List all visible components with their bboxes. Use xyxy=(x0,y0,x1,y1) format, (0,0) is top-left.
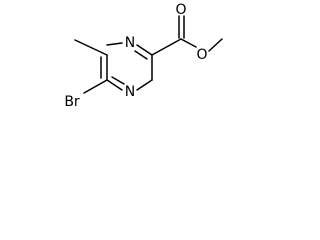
bonds xyxy=(74,15,223,94)
bond-c3-n4 xyxy=(136,79,153,91)
bond-n1-c2 xyxy=(136,44,153,56)
bond-n4-c5 xyxy=(106,79,123,91)
bond-c6-methyl xyxy=(74,39,108,56)
bond-c6-n1 xyxy=(106,42,123,46)
bond-c5-br xyxy=(83,79,108,94)
atom-labels: N N Br O O xyxy=(64,2,207,110)
atom-n-top: N xyxy=(125,35,135,51)
chemical-structure: N N Br O O xyxy=(64,2,223,110)
bond-ester-o-methyl xyxy=(208,38,223,52)
atom-ester-oxygen: O xyxy=(196,47,207,63)
atom-bromine: Br xyxy=(64,94,80,110)
bond-n1-c2-inner xyxy=(134,50,148,60)
bond-n4-c5-inner xyxy=(111,76,125,85)
atom-n-bottom: N xyxy=(125,84,135,100)
bond-carbonyl-ester-o xyxy=(180,38,197,48)
bond-c2-carbonyl xyxy=(151,38,182,56)
atom-carbonyl-oxygen: O xyxy=(175,2,186,18)
